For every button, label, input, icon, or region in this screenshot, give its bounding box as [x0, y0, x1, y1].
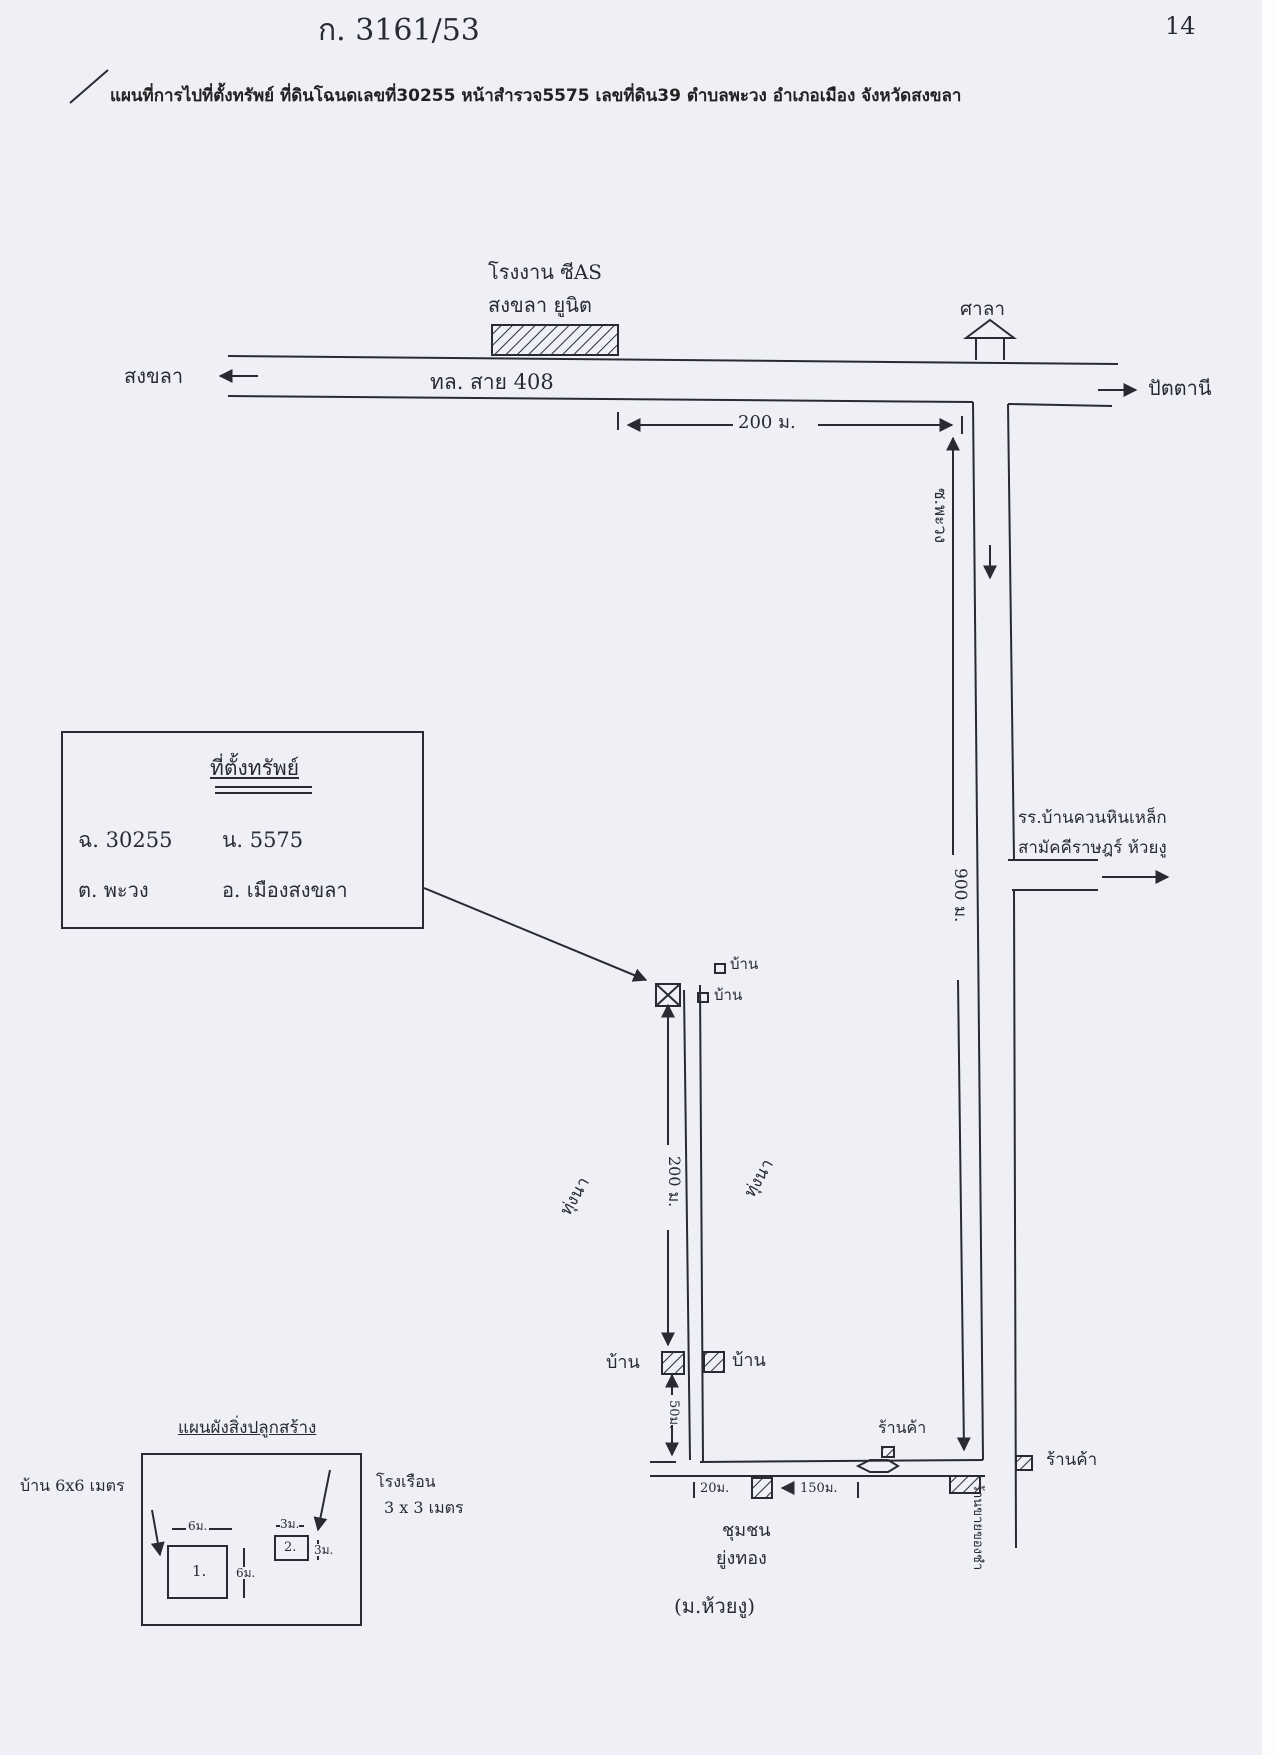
plan-storage-id: 2.: [284, 1540, 297, 1555]
plan-house-id: 1.: [192, 1562, 207, 1580]
page-edge: [1262, 0, 1275, 1755]
soi-label: ซ.พะวง: [930, 488, 950, 544]
plan-storage-width: 3ม.: [280, 1517, 300, 1531]
to-pattani-label: ปัตตานี: [1148, 376, 1212, 400]
dist-200-top: 200 ม.: [738, 412, 796, 433]
dist-200-lane: 200 ม.: [665, 1156, 684, 1208]
bottom-road-top: [699, 1459, 984, 1463]
land-plan-title: แผนผังสิ่งปลูกสร้าง: [178, 1418, 317, 1438]
property-marker: [655, 983, 681, 1007]
deed-number: ฉ. 30255: [78, 828, 173, 852]
bridge: [855, 1459, 900, 1473]
soi-right-edge-lower: [1013, 889, 1017, 1549]
school-label-2: สามัคคีราษฎร์ ห้วยงู: [1018, 838, 1167, 858]
shop-right-label: ร้านค้า: [1046, 1450, 1098, 1470]
school-label-1: รร.บ้านควนหินเหล็ก: [1018, 808, 1167, 828]
dist-50: 50ม.: [666, 1400, 681, 1430]
to-songkhla-label: สงขลา: [124, 364, 184, 388]
plan-house-width: 6ม.: [186, 1519, 210, 1533]
check-mark: [69, 69, 109, 104]
plan-storage-note-1: โรงเรือน: [376, 1472, 436, 1491]
district: อ. เมืองสงขลา: [222, 878, 348, 902]
plan-house-note: บ้าน 6x6 เมตร: [20, 1476, 125, 1495]
soi-left-edge: [972, 401, 984, 1461]
village-label-1: ชุมชน: [722, 1520, 771, 1541]
plan-house-depth: 6ม.: [236, 1566, 256, 1580]
lane-left-edge: [683, 989, 691, 1461]
house-label-right: บ้าน: [732, 1350, 766, 1371]
factory-label-1: โรงงาน ซีAS: [488, 260, 602, 284]
highway-bottom-edge-right: [1007, 403, 1113, 407]
highway-label: ทล. สาย 408: [430, 370, 554, 394]
plan-storage-depth: 3ม.: [314, 1543, 334, 1557]
plan-house: [167, 1545, 228, 1599]
village-label-3: (ม.ห้วยงู): [674, 1594, 756, 1618]
pavilion-roof: [963, 318, 1017, 339]
pointer-to-property: [423, 887, 648, 982]
house-label-top-2: บ้าน: [714, 986, 743, 1004]
house-marker-left: [661, 1351, 685, 1375]
village-label-2: ยู่งทอง: [716, 1548, 767, 1569]
highway-bottom-edge-left: [227, 395, 974, 403]
house-label-left: บ้าน: [606, 1352, 640, 1373]
map-title: แผนที่การไปที่ตั้งทรัพย์ ที่ดินโฉนดเลขที…: [110, 86, 962, 106]
house-marker-right: [703, 1351, 725, 1373]
dist-20: 20ม.: [700, 1481, 730, 1496]
dist-150: 150ม.: [800, 1481, 838, 1496]
lane-right-edge: [699, 984, 704, 1463]
grocery-marker: [949, 1475, 981, 1494]
plan-storage-note-2: 3 x 3 เมตร: [384, 1498, 464, 1517]
highway-top-edge: [227, 355, 1119, 365]
dist-900: 900 ม.: [950, 868, 970, 923]
village-marker: [751, 1477, 773, 1499]
factory-building: [491, 324, 619, 356]
house-label-top-1: บ้าน: [730, 955, 759, 973]
shop-marker-right: [1015, 1455, 1033, 1471]
grocery-label: ร้านขายของชำ: [970, 1484, 985, 1571]
shop-marker-left: [881, 1446, 895, 1458]
shop-left-label: ร้านค้า: [878, 1418, 927, 1437]
house-marker-top-2: [697, 992, 709, 1003]
factory-label-2: สงขลา ยูนิต: [488, 293, 592, 317]
plan-storage: [274, 1535, 309, 1561]
house-marker-top-1: [714, 963, 726, 974]
survey-number: น. 5575: [222, 828, 304, 852]
soi-right-edge-upper: [1007, 403, 1015, 861]
land-plan-box: [141, 1453, 362, 1626]
file-number: ก. 3161/53: [318, 13, 480, 48]
location-box-title: ที่ตั้งทรัพย์: [210, 756, 300, 780]
location-box: [61, 731, 424, 929]
page-number: 14: [1165, 12, 1196, 40]
subdistrict: ต. พะวง: [78, 878, 149, 902]
pavilion-label: ศาลา: [960, 298, 1006, 320]
